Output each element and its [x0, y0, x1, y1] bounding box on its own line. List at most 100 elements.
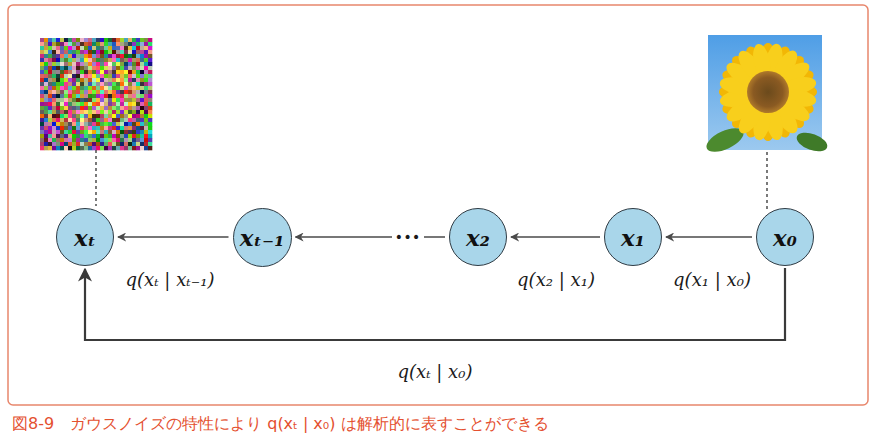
- noise-pixel: [76, 74, 80, 78]
- noise-pixel: [120, 146, 124, 150]
- noise-pixel: [60, 90, 64, 94]
- noise-pixel: [140, 102, 144, 106]
- noise-pixel: [128, 122, 132, 126]
- noise-pixel: [96, 126, 100, 130]
- noise-pixel: [144, 42, 148, 46]
- noise-pixel: [52, 50, 56, 54]
- noise-pixel: [96, 98, 100, 102]
- noise-pixel: [96, 146, 100, 150]
- noise-pixel: [84, 50, 88, 54]
- noise-pixel: [44, 50, 48, 54]
- noise-pixel: [132, 86, 136, 90]
- noise-pixel: [136, 86, 140, 90]
- noise-pixel: [132, 42, 136, 46]
- noise-pixel: [112, 98, 116, 102]
- noise-pixel: [56, 38, 60, 42]
- noise-pixel: [136, 134, 140, 138]
- noise-pixel: [52, 62, 56, 66]
- noise-pixel: [40, 142, 44, 146]
- noise-pixel: [76, 94, 80, 98]
- noise-pixel: [84, 102, 88, 106]
- noise-pixel: [136, 38, 140, 42]
- noise-pixel: [44, 142, 48, 146]
- noise-pixel: [48, 50, 52, 54]
- noise-pixel: [104, 114, 108, 118]
- noise-pixel: [116, 90, 120, 94]
- noise-pixel: [88, 66, 92, 70]
- noise-pixel: [60, 70, 64, 74]
- noise-pixel: [68, 142, 72, 146]
- noise-pixel: [72, 106, 76, 110]
- noise-pixel: [68, 138, 72, 142]
- noise-pixel: [100, 146, 104, 150]
- noise-pixel: [40, 66, 44, 70]
- noise-pixel: [112, 118, 116, 122]
- noise-pixel: [108, 90, 112, 94]
- noise-pixel: [64, 82, 68, 86]
- noise-pixel: [144, 58, 148, 62]
- noise-pixel: [144, 62, 148, 66]
- noise-pixel: [56, 66, 60, 70]
- noise-pixel: [128, 138, 132, 142]
- noise-pixel: [60, 42, 64, 46]
- noise-pixel: [84, 146, 88, 150]
- noise-pixel: [112, 142, 116, 146]
- noise-pixel: [40, 74, 44, 78]
- noise-pixel: [92, 66, 96, 70]
- noise-pixel: [64, 90, 68, 94]
- noise-pixel: [132, 110, 136, 114]
- noise-pixel: [60, 126, 64, 130]
- noise-pixel: [40, 46, 44, 50]
- noise-pixel: [108, 74, 112, 78]
- noise-pixel: [96, 74, 100, 78]
- noise-pixel: [120, 102, 124, 106]
- noise-pixel: [124, 66, 128, 70]
- noise-pixel: [144, 118, 148, 122]
- noise-pixel: [104, 98, 108, 102]
- noise-pixel: [72, 94, 76, 98]
- noise-pixel: [84, 42, 88, 46]
- noise-pixel: [128, 110, 132, 114]
- noise-pixel: [80, 126, 84, 130]
- noise-pixel: [104, 70, 108, 74]
- noise-pixel: [148, 42, 152, 46]
- noise-pixel: [104, 122, 108, 126]
- noise-pixel: [84, 70, 88, 74]
- noise-pixel: [88, 94, 92, 98]
- noise-pixel: [88, 54, 92, 58]
- noise-pixel: [136, 106, 140, 110]
- noise-pixel: [76, 130, 80, 134]
- noise-pixel: [88, 46, 92, 50]
- noise-pixel: [120, 90, 124, 94]
- noise-pixel: [56, 98, 60, 102]
- noise-pixel: [112, 46, 116, 50]
- noise-pixel: [56, 130, 60, 134]
- noise-pixel: [144, 86, 148, 90]
- noise-pixel: [108, 70, 112, 74]
- noise-pixel: [80, 106, 84, 110]
- noise-pixel: [148, 118, 152, 122]
- noise-pixel: [144, 130, 148, 134]
- noise-pixel: [56, 134, 60, 138]
- noise-pixel: [104, 42, 108, 46]
- noise-pixel: [136, 58, 140, 62]
- noise-pixel: [60, 134, 64, 138]
- noise-pixel: [40, 126, 44, 130]
- noise-pixel: [40, 90, 44, 94]
- noise-pixel: [120, 50, 124, 54]
- noise-pixel: [44, 118, 48, 122]
- noise-pixel: [84, 130, 88, 134]
- noise-pixel: [140, 58, 144, 62]
- noise-pixel: [112, 102, 116, 106]
- noise-pixel: [76, 50, 80, 54]
- noise-pixel: [44, 46, 48, 50]
- noise-pixel: [48, 134, 52, 138]
- noise-pixel: [148, 130, 152, 134]
- edge-label: q(x₁ | x₀): [670, 269, 754, 291]
- noise-pixel: [104, 94, 108, 98]
- noise-pixel: [144, 78, 148, 82]
- noise-pixel: [88, 118, 92, 122]
- noise-pixel: [60, 86, 64, 90]
- noise-pixel: [148, 94, 152, 98]
- noise-pixel: [92, 102, 96, 106]
